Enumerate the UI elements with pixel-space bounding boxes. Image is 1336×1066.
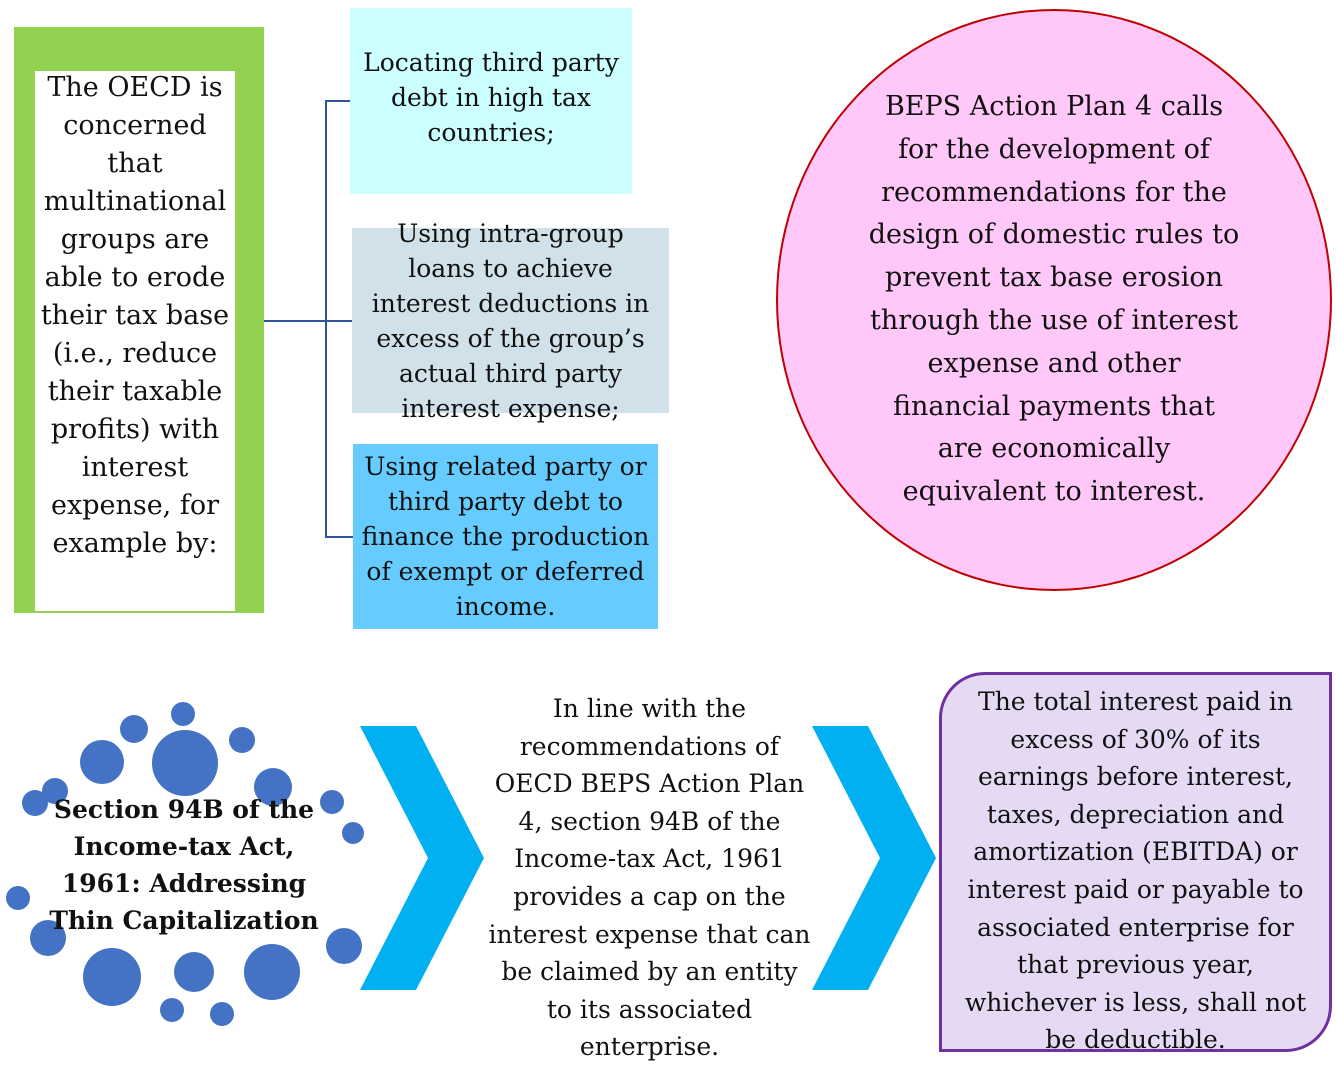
method-exempt-income: Using related party or third party debt …: [353, 444, 658, 629]
chevron-arrow-icon: [360, 726, 484, 990]
bubble-decoration: [174, 952, 214, 992]
chevron-arrow-icon: [812, 726, 936, 990]
connector-stem: [264, 320, 326, 322]
bubble-decoration: [160, 998, 184, 1022]
connector-vertical: [325, 100, 327, 537]
bubble-decoration: [83, 948, 141, 1006]
bubble-decoration: [152, 730, 218, 796]
bubble-decoration: [210, 1002, 234, 1026]
section-94b-summary: In line with the recommendations of OECD…: [488, 694, 811, 1062]
bubble-decoration: [120, 715, 148, 743]
method-third-party-debt: Locating third party debt in high tax co…: [350, 8, 632, 194]
bubble-decoration: [342, 822, 364, 844]
bubble-decoration: [6, 886, 30, 910]
bubble-decoration: [80, 740, 124, 784]
bubble-decoration: [171, 702, 195, 726]
oecd-concern-box: The OECD is concerned that multinational…: [14, 27, 264, 613]
method-intra-group-loans: Using intra-group loans to achieve inter…: [352, 219, 669, 423]
oecd-concern-text: The OECD is concerned that multinational…: [35, 71, 235, 611]
beps-action-plan-circle: BEPS Action Plan 4 calls for the develop…: [776, 9, 1332, 591]
bubble-decoration: [229, 727, 255, 753]
bubble-decoration: [320, 790, 344, 814]
connector-branch-3: [325, 536, 353, 538]
section-94b-title: Section 94B of the Income-tax Act, 1961:…: [49, 795, 319, 935]
bubble-decoration: [244, 944, 300, 1000]
bubble-decoration: [30, 920, 66, 956]
bubble-decoration: [254, 768, 292, 806]
bubble-decoration: [326, 928, 362, 964]
interest-disallowance-rule-box: The total interest paid in excess of 30%…: [939, 672, 1332, 1054]
connector-branch-2: [325, 320, 352, 322]
bubble-decoration: [22, 790, 48, 816]
connector-branch-1: [325, 100, 352, 102]
